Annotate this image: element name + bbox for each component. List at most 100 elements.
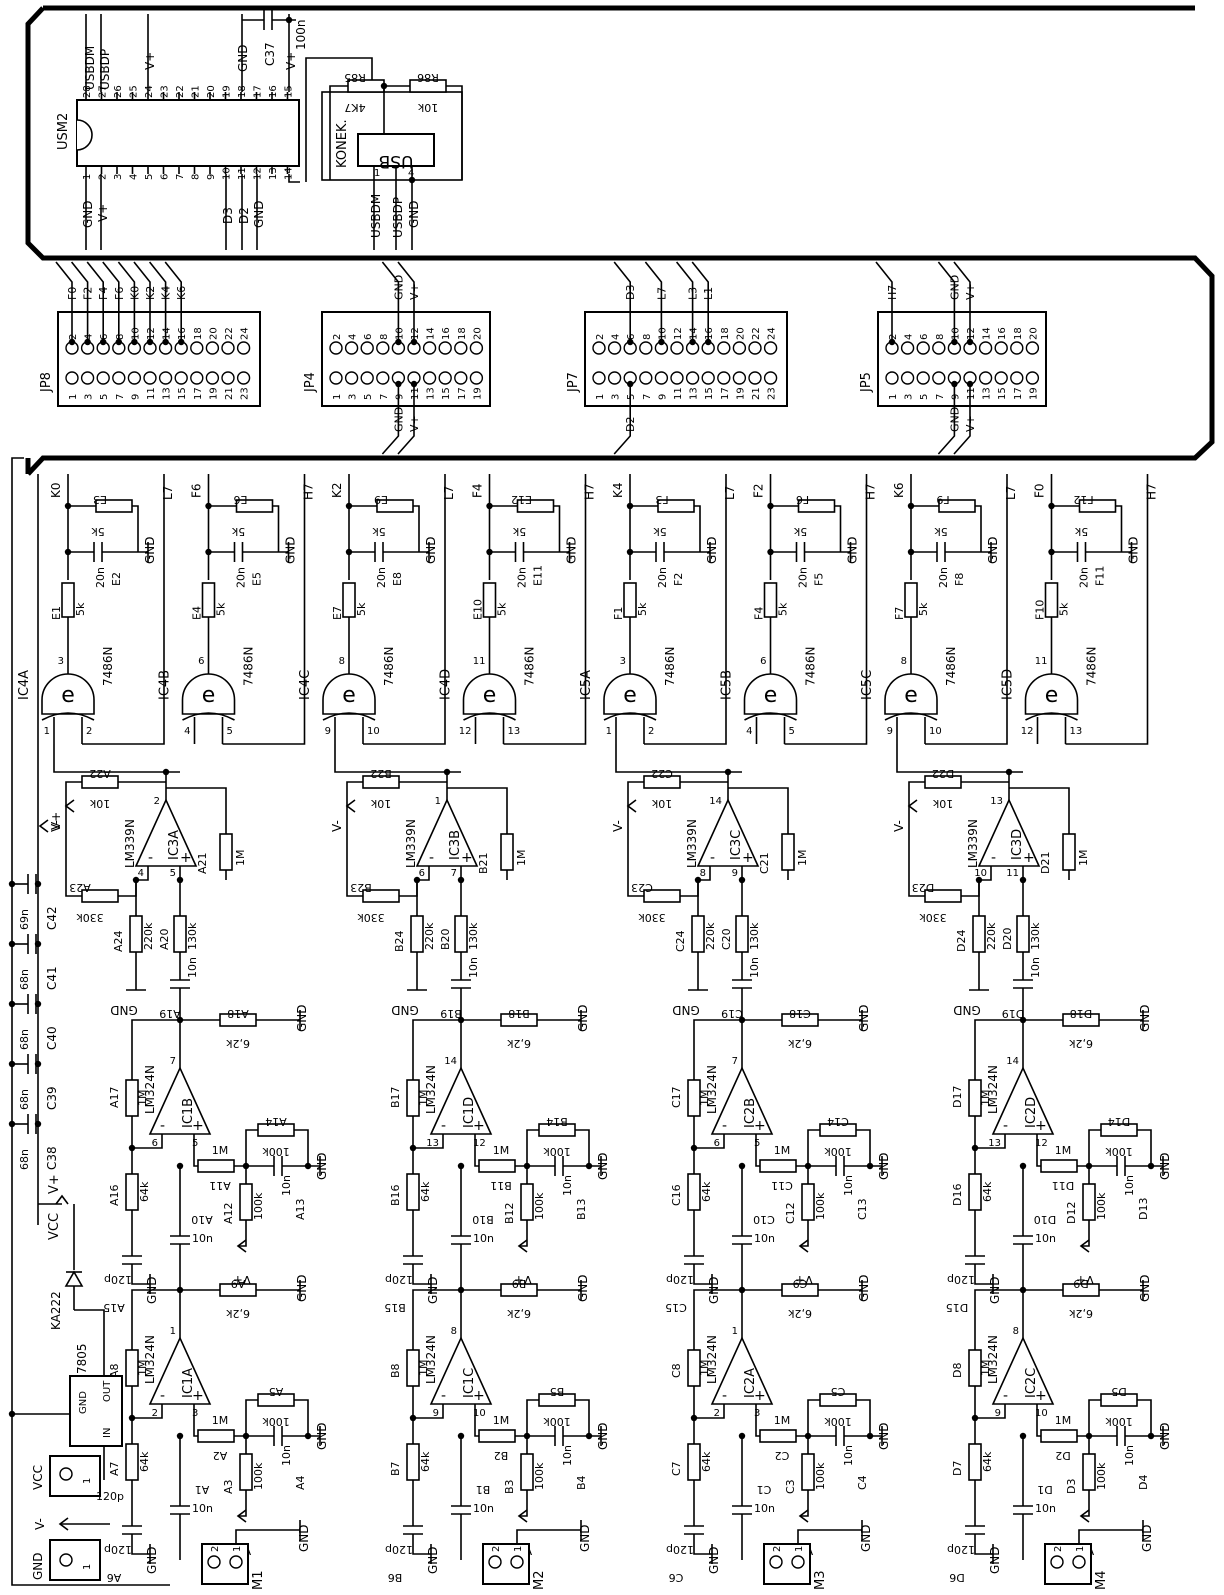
mic-pin [207,1555,221,1569]
xor-gate-body [603,673,657,715]
header-pin-number: 1 [595,394,606,400]
component-value: 100k [824,1415,852,1428]
component-designator: D11 [1052,1179,1074,1192]
junction-dot [951,380,958,388]
pin-number: 5 [170,868,176,879]
gnd-label: GND [1158,1422,1172,1450]
usm2-pin-number: 10 [222,167,233,180]
ic-designator: IC4A [17,670,32,700]
component-designator: A3 [222,1479,235,1494]
header-pin-number: 11 [146,387,157,400]
xor-input-resistor [342,582,356,618]
xor-input-resistor [61,582,75,618]
component-designator: B17 [389,1086,402,1108]
junction-dot [34,1120,42,1128]
divider-resistor [239,1453,253,1491]
input-resistor [687,1443,701,1481]
component-designator: F12 [1073,493,1093,506]
divider-resistor [801,1453,815,1491]
header-pin [994,341,1008,355]
input-resistor [125,1443,139,1481]
pin-number: 9 [433,1408,439,1419]
component-designator: B22 [370,767,392,780]
header-signal-wire [937,384,956,455]
wire [800,1220,809,1247]
header-pin-number: 7 [379,394,390,400]
pin-number: 13 [1070,726,1083,737]
component-value: 130k [186,922,199,950]
ic-designator: IC5D [1001,669,1016,700]
component-value: 1M [979,1360,992,1377]
minus-sign: - [710,850,715,866]
usm2-pin-number: 9 [206,174,217,180]
header-pin [748,341,762,355]
header-pin [422,341,437,355]
signal-label: H7 [864,483,878,500]
component-designator: D2 [1055,1449,1070,1462]
opamp-triangle [991,1066,1055,1135]
wire [519,1490,528,1517]
header-pin [639,371,653,385]
pin-number: 2 [86,726,92,737]
pin-number: 14 [709,796,722,807]
ic-part: LM339N [685,819,699,868]
header-pin [932,341,946,355]
component-designator: D6 [949,1571,964,1584]
gnd-label: GND [857,1274,871,1302]
component-value: 68n [18,1089,31,1110]
arrow-symbol [236,1239,247,1253]
usm2-pin-number: 8 [191,174,202,180]
divider-resistor [801,1183,815,1221]
mic-designator: M3 [813,1571,828,1591]
wire [975,1404,1006,1419]
wire [118,880,137,897]
pin-number: 14 [1006,1056,1019,1067]
junction-dot [68,338,76,346]
signal-label: H7 [583,483,597,500]
component-designator: B2 [494,1449,509,1462]
component-value: 10n [1029,957,1042,978]
component-designator: B10 [472,1213,494,1226]
header-pin-number: 21 [224,387,235,400]
wire [346,806,363,897]
component-designator: E3 [93,493,107,506]
component-designator: D13 [1137,1198,1150,1220]
header-pin-number: 1 [888,394,899,400]
junction-dot [34,940,42,948]
usm2-pin-number: 24 [144,85,155,98]
component-value: 10n [748,957,761,978]
component-designator: C22 [651,767,673,780]
signal-label: F0 [66,287,79,300]
component-value: 120p [385,1543,413,1556]
header-pin-number: 19 [1028,387,1039,400]
component-value: 6,2k [225,1307,249,1320]
ref-wire [82,474,165,745]
r86-value: 10k [417,101,438,114]
junction-dot [410,380,418,388]
usm2-notch [76,119,93,151]
minus-sign: - [160,1388,165,1404]
header-designator: JP4 [303,372,318,393]
component-value: 6,2k [787,1037,811,1050]
component-value: 68n [18,1149,31,1170]
header-pin-number: 17 [457,387,468,400]
component-designator: C15 [665,1301,687,1314]
r86-designator: R86 [417,71,439,84]
minus-sign: - [441,1118,446,1134]
pin-number: 13 [426,1138,439,1149]
header-pin-number: 22 [224,327,235,340]
header-signal-wire [70,261,89,342]
pin-number: 1 [82,1564,93,1570]
component-value: 130k [1029,922,1042,950]
component-value: 100k [1105,1145,1133,1158]
header-pin [190,371,204,385]
component-value: 10k [370,797,391,810]
signal-label: L1 [702,287,715,300]
component-designator: D23 [912,881,934,894]
signal-label: D2 [624,417,637,432]
header-pin-number: 24 [767,327,778,340]
component-designator: D22 [932,767,954,780]
header-pin [592,371,606,385]
